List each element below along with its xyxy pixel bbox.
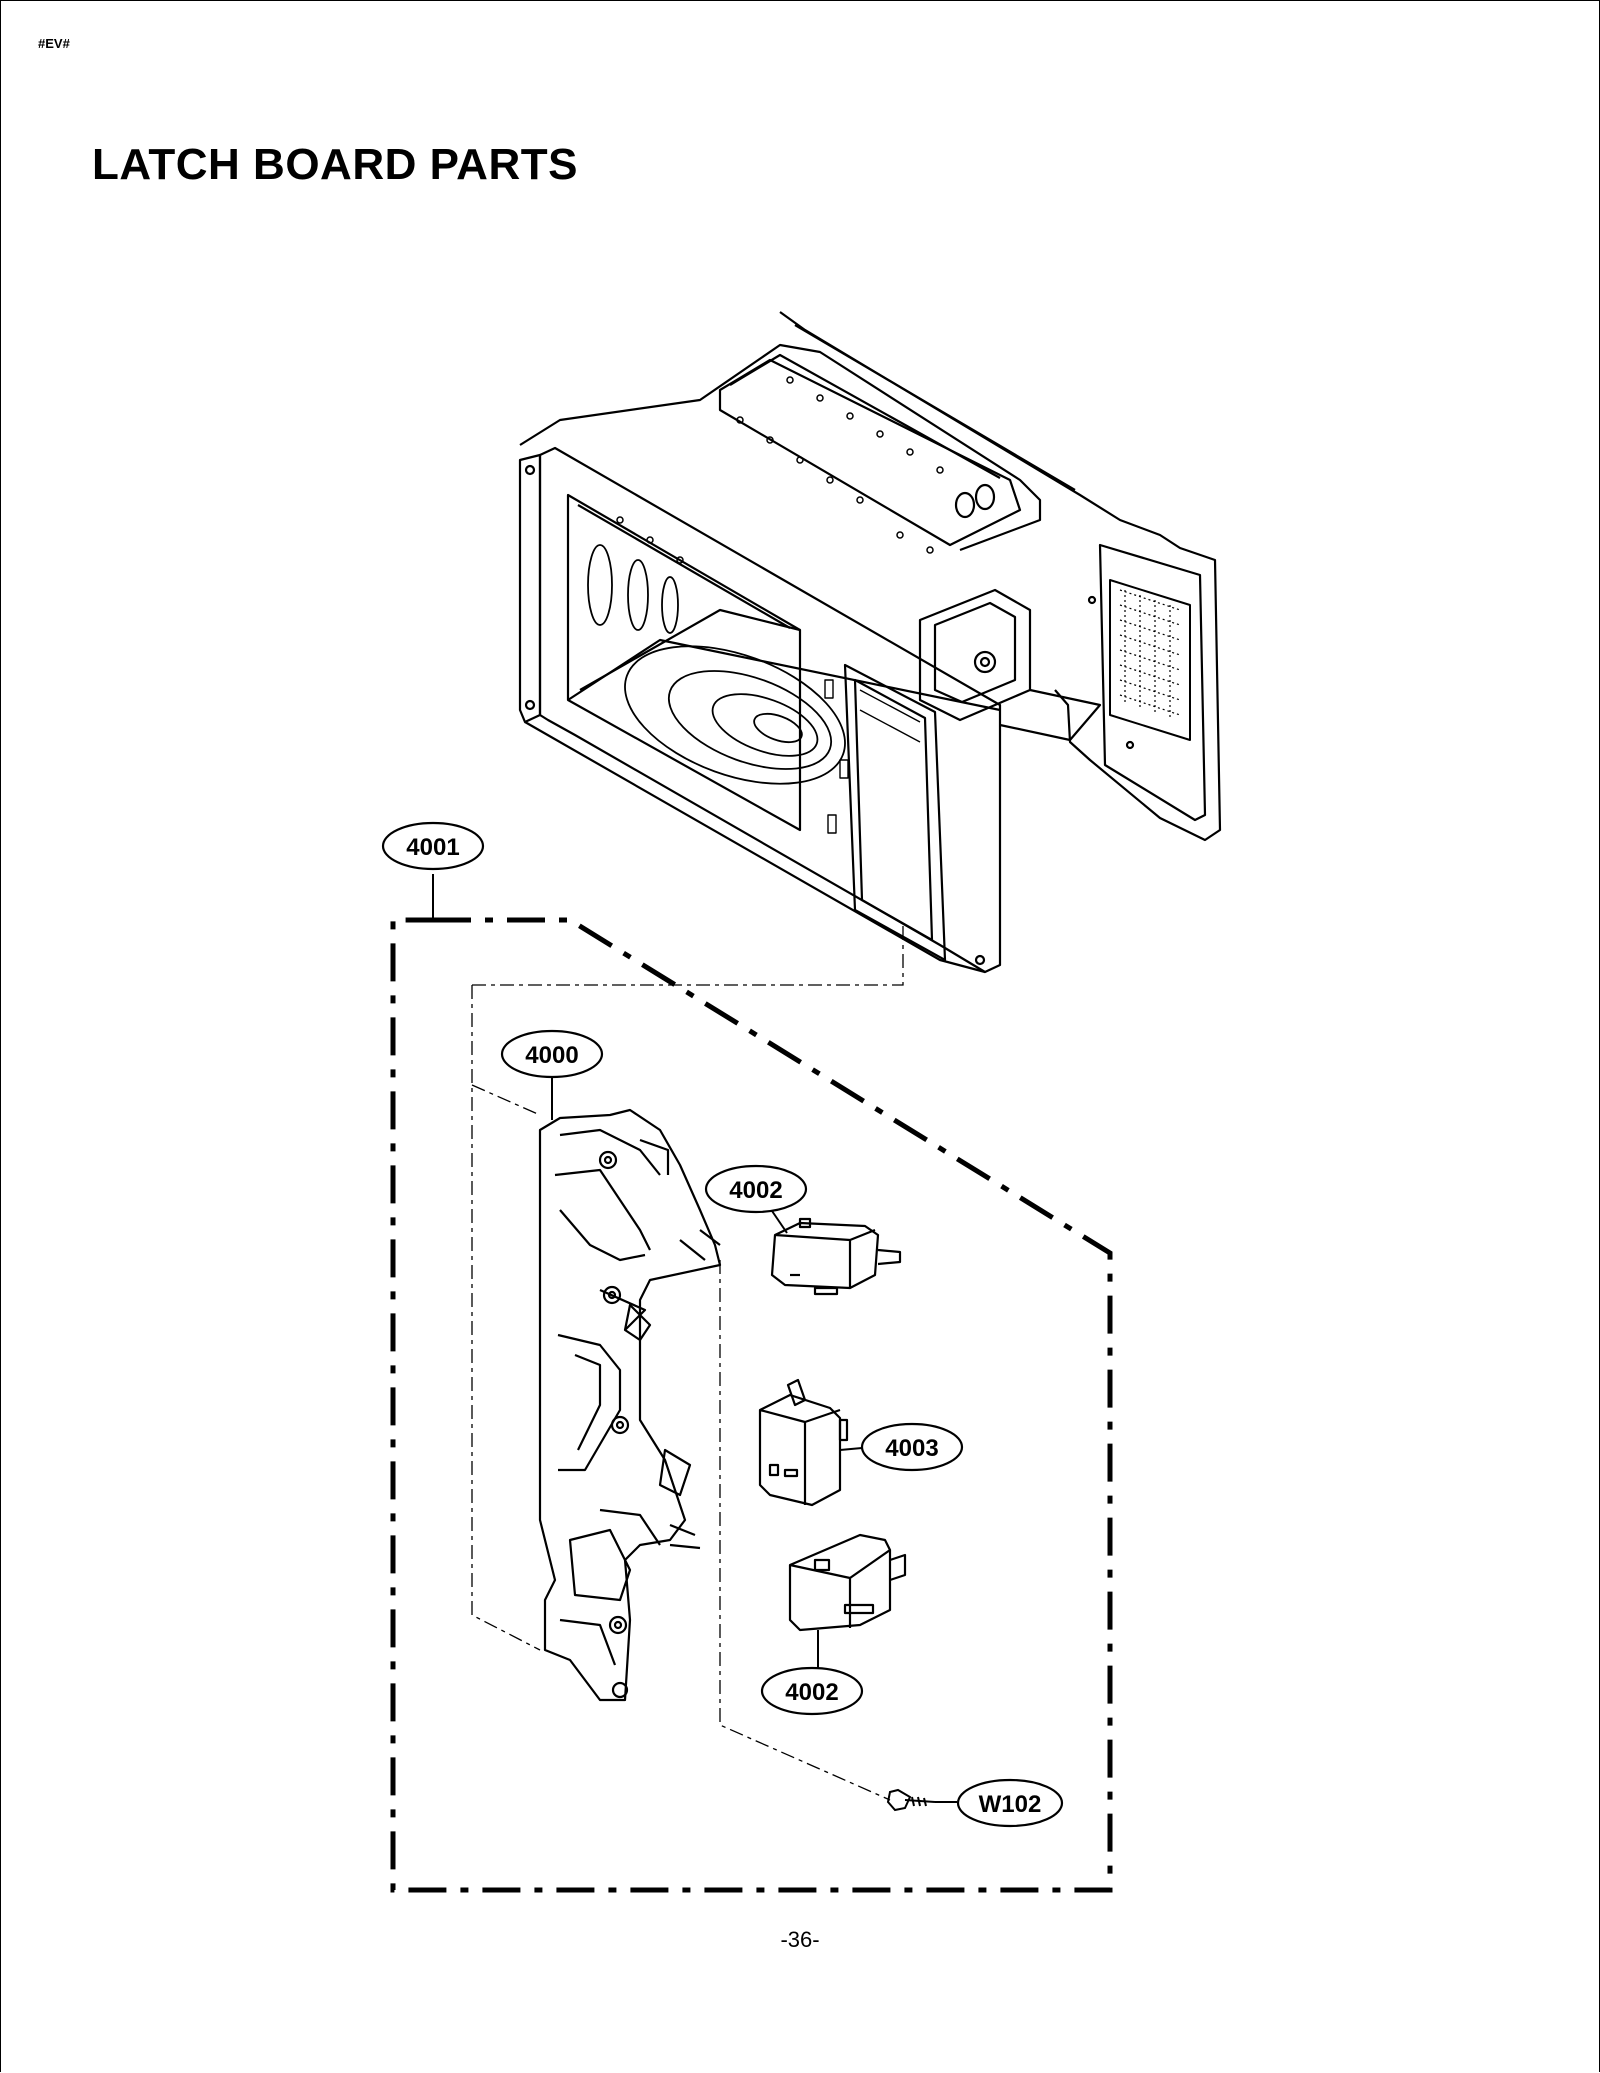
oven-cavity-illustration	[518, 311, 1222, 974]
callout-4002-top: 4002	[704, 1164, 808, 1214]
switch-4002-bottom-illustration	[788, 1533, 907, 1632]
callout-4000-label: 4000	[525, 1042, 578, 1069]
turntable	[624, 645, 846, 785]
callout-4000: 4000	[500, 1029, 604, 1079]
switch-4003-illustration	[758, 1378, 849, 1507]
callout-4003: 4003	[860, 1422, 964, 1472]
screw-w102-illustration	[886, 1788, 936, 1812]
callout-4002-bottom-label: 4002	[785, 1679, 838, 1706]
callout-4002-top-label: 4002	[729, 1177, 782, 1204]
leader-4003	[839, 1447, 863, 1451]
callout-4001-label: 4001	[406, 834, 459, 861]
callout-4003-label: 4003	[885, 1435, 938, 1462]
latch-board-illustration	[538, 1108, 722, 1702]
document-tag: #EV#	[38, 36, 70, 51]
alignment-guide-lines	[471, 925, 904, 1801]
leader-4002-top	[769, 1207, 788, 1234]
callout-4001: 4001	[381, 821, 485, 871]
assembly-4001-boundary	[390, 917, 1113, 1893]
callout-w102: W102	[956, 1778, 1064, 1828]
callout-4002-bottom: 4002	[760, 1666, 864, 1716]
page-number: -36-	[780, 1927, 820, 1952]
switch-4002-top-illustration	[770, 1217, 902, 1296]
page-title: LATCH BOARD PARTS	[92, 140, 578, 189]
callout-w102-label: W102	[979, 1791, 1042, 1818]
vent-grille	[1109, 579, 1191, 741]
